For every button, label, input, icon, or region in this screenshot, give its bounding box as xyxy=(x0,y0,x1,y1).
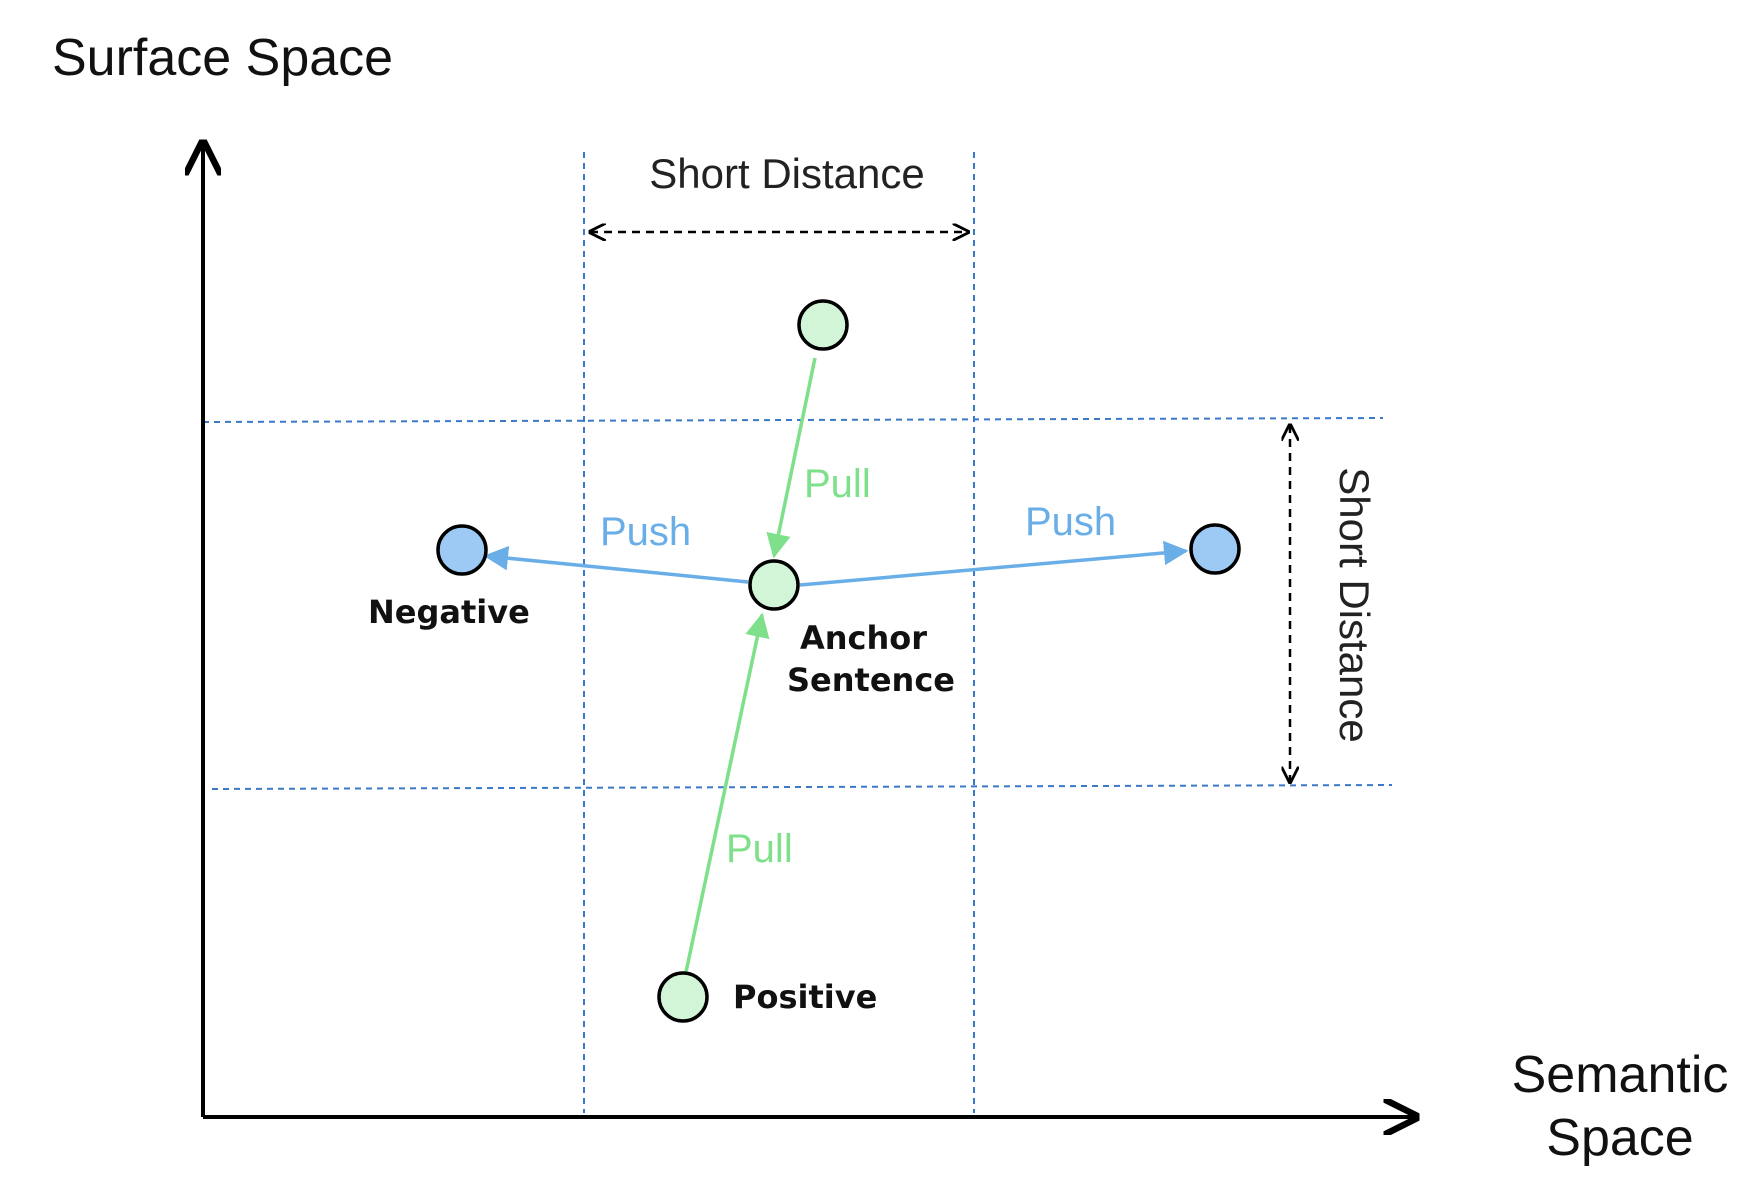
pull-arrow-bottom xyxy=(684,612,770,973)
push-label-left: Push xyxy=(600,510,691,554)
push-arrow-left xyxy=(483,545,749,584)
anchor-point xyxy=(748,559,800,611)
vertical-distance-label: Short Distance xyxy=(1331,467,1378,742)
x-axis-title-line1: Semantic xyxy=(1512,1046,1729,1104)
guide-line-horizontal-top xyxy=(202,417,1384,423)
anchor-label-line1: Anchor xyxy=(800,619,927,657)
push-label-right: Push xyxy=(1025,500,1116,544)
top-positive-point xyxy=(797,299,849,351)
positive-label: Positive xyxy=(733,978,877,1016)
positive-point xyxy=(657,971,709,1023)
x-axis-title-line2: Space xyxy=(1546,1109,1693,1167)
push-arrow-right xyxy=(799,540,1189,587)
negative-label: Negative xyxy=(368,593,530,631)
negative-point-left xyxy=(436,524,488,576)
negative-point-right xyxy=(1189,523,1241,575)
guide-line-horizontal-bottom xyxy=(211,784,1393,790)
y-axis-title: Surface Space xyxy=(52,29,393,87)
pull-arrow-top xyxy=(766,357,817,559)
pull-label-top: Pull xyxy=(804,462,871,506)
anchor-label-line2: Sentence xyxy=(787,661,955,699)
pull-label-bottom: Pull xyxy=(726,827,793,871)
horizontal-distance-label: Short Distance xyxy=(649,150,924,197)
